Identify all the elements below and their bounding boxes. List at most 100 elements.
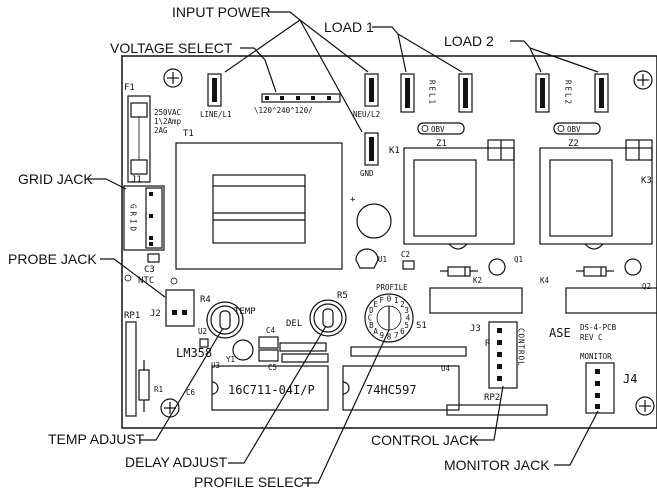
crystal-y1 <box>232 339 254 361</box>
profile-hex-digit: F <box>379 296 384 305</box>
label-u4: U4 <box>441 364 451 373</box>
label-c6: C6 <box>186 388 196 397</box>
capacitor-c4 <box>258 336 279 349</box>
profile-hex-digit: B <box>369 321 374 330</box>
probe-jack-j2 <box>165 289 195 327</box>
label-rev: REV C <box>580 333 603 342</box>
label-ase: ASE <box>549 326 571 340</box>
label-gnd: GND <box>360 169 374 178</box>
label-fuse-rating-3: 2AG <box>154 126 168 135</box>
callout-voltage-select: VOLTAGE SELECT <box>110 40 233 56</box>
profile-hex-digit: 6 <box>400 327 405 336</box>
relay-k4 <box>565 287 657 314</box>
varistor-2 <box>553 122 601 135</box>
profile-hex-digit: C <box>368 314 373 323</box>
label-grid-text: GRID <box>129 204 138 234</box>
profile-hex-digit: 2 <box>400 300 405 309</box>
microcontroller-chip <box>211 365 329 411</box>
label-del: DEL <box>286 319 302 329</box>
label-temp: TEMP <box>234 307 256 317</box>
relay-k1 <box>403 139 515 250</box>
mounting-hole-top-right <box>633 70 653 90</box>
callout-load1: LOAD 1 <box>324 19 374 35</box>
label-rel1: REL1 <box>428 80 437 106</box>
label-q1: Q1 <box>514 255 523 264</box>
label-rel2: REL2 <box>564 80 573 106</box>
profile-hex-digit: D <box>369 306 374 315</box>
leader-input-power <box>224 11 369 133</box>
regulator-u1 <box>355 248 379 269</box>
callout-monitor-jack: MONITOR JACK <box>444 457 550 473</box>
callout-profile-select: PROFILE SELECT <box>194 474 313 490</box>
label-c3: C3 <box>144 265 155 275</box>
label-ntc: NTC <box>138 276 154 286</box>
callout-load2: LOAD 2 <box>444 33 494 49</box>
label-pic: 16C711-04I/P <box>228 383 315 397</box>
profile-hex-digit: 9 <box>379 331 384 340</box>
mounting-hole-top-left <box>163 68 183 88</box>
label-z1: Z1 <box>436 139 447 149</box>
label-obv2: OBV <box>567 125 581 134</box>
callout-input-power: INPUT POWER <box>172 4 271 20</box>
profile-hex-digit: 0 <box>387 295 392 304</box>
callout-grid-jack: GRID JACK <box>18 171 93 187</box>
label-c4: C4 <box>266 326 276 335</box>
leader-profile-select <box>302 329 390 484</box>
label-profile: PROFILE <box>376 283 408 292</box>
profile-hex-digit: 1 <box>394 296 399 305</box>
label-line-l1: LINE/L1 <box>200 110 232 119</box>
grid-jack-j1 <box>123 185 165 251</box>
callout-control-jack: CONTROL JACK <box>371 432 479 448</box>
terminal-rel1-a <box>400 73 415 113</box>
leader-probe-jack <box>100 258 166 298</box>
terminal-rel2-a <box>535 73 550 113</box>
label-hc597: 74HC597 <box>366 383 417 397</box>
profile-hex-digit: 7 <box>394 331 399 340</box>
shift-register-chip <box>342 365 460 411</box>
diode-1 <box>440 266 478 277</box>
relay-k3 <box>539 139 653 250</box>
profile-hex-digit: A <box>373 327 378 336</box>
label-u1: U1 <box>378 255 387 264</box>
transformer-t1 <box>175 142 343 270</box>
capacitor-c2 <box>402 260 415 270</box>
label-rp1: RP1 <box>124 311 140 321</box>
hole-ntc-2 <box>170 277 178 285</box>
varistor-1 <box>417 122 465 135</box>
resistor-pack-rp4 <box>350 346 467 357</box>
temp-potentiometer-r4[interactable] <box>206 301 244 339</box>
profile-hex-digit: 4 <box>406 314 411 323</box>
callout-delay-adjust: DELAY ADJUST <box>125 454 228 470</box>
leader-delay-adjust <box>228 325 327 464</box>
hole-ntc-1 <box>124 274 132 282</box>
voltage-select-header <box>261 93 341 103</box>
capacitor-c3 <box>147 253 160 263</box>
label-f1: F1 <box>124 83 135 93</box>
callout-probe-jack: PROBE JACK <box>8 251 97 267</box>
transistor-q1 <box>488 258 506 276</box>
label-j3: J3 <box>470 324 481 334</box>
label-y1: Y1 <box>226 355 235 364</box>
profile-hex-digit: 5 <box>404 321 409 330</box>
leader-temp-adjust <box>140 327 224 441</box>
label-q2: Q2 <box>642 282 651 291</box>
label-c5: C5 <box>268 363 277 372</box>
label-k4: K4 <box>540 276 550 285</box>
label-obv1: OBV <box>431 125 445 134</box>
label-u2: U2 <box>198 327 207 336</box>
capacitor-bulk <box>356 203 392 239</box>
delay-potentiometer-r5[interactable] <box>309 299 347 337</box>
leader-load1 <box>372 26 463 73</box>
label-r4: R4 <box>200 295 211 305</box>
leader-monitor-jack <box>554 410 599 466</box>
label-s1: S1 <box>416 321 427 331</box>
transistor-q2 <box>624 258 642 276</box>
label-rp2: RP2 <box>484 393 500 403</box>
label-z2: Z2 <box>568 139 579 149</box>
leader-control-jack <box>470 385 504 441</box>
label-control-text: CONTROL <box>517 328 526 367</box>
label-t1: T1 <box>183 129 194 139</box>
leader-load2 <box>510 40 599 73</box>
label-j4: J4 <box>623 372 637 386</box>
